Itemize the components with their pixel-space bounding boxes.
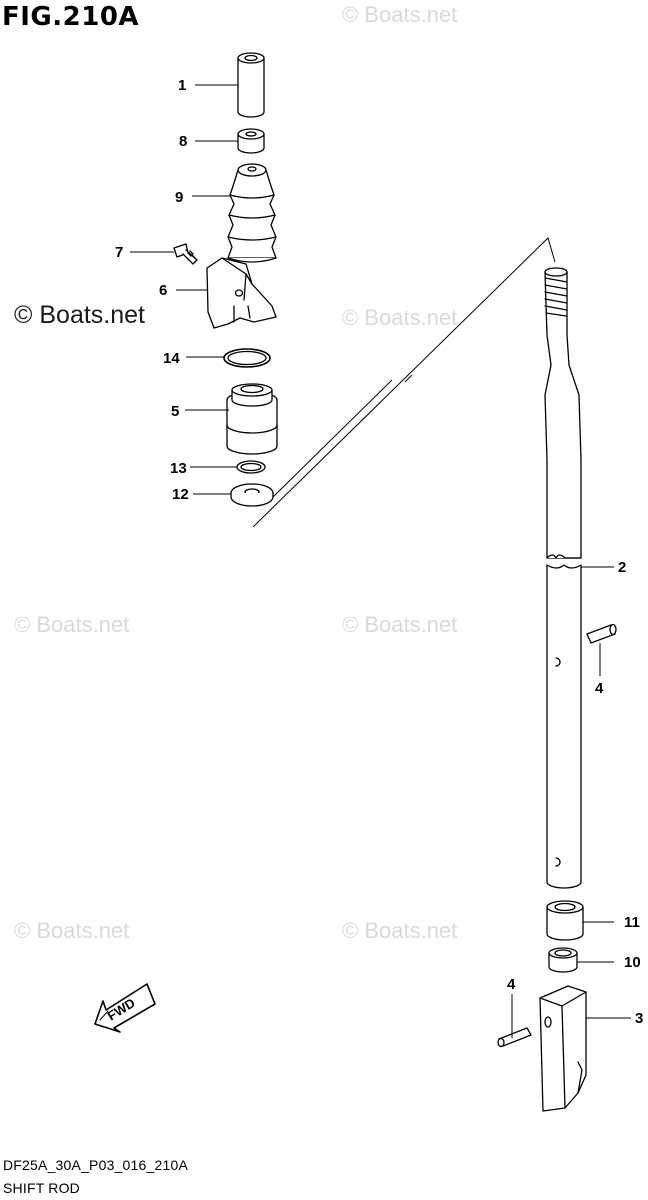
callout-7: 7 [115, 244, 123, 261]
assembly-lines [252, 237, 556, 528]
callout-11: 11 [624, 914, 640, 931]
figure-name: SHIFT ROD [3, 1180, 80, 1196]
part-9-boot [227, 163, 277, 263]
part-8-nut [237, 128, 265, 154]
watermark: © Boats.net [342, 305, 458, 330]
callout-14: 14 [163, 350, 180, 367]
callout-5: 5 [171, 403, 179, 420]
callout-2: 2 [618, 559, 626, 576]
callout-8: 8 [179, 133, 187, 150]
part-6-bracket [206, 257, 277, 329]
watermark: © Boats.net [14, 612, 130, 637]
part-5-guide [226, 383, 278, 455]
part-13-o-ring [236, 460, 266, 474]
part-10-collar [548, 947, 578, 973]
watermark-strong: © Boats.net [14, 301, 145, 329]
part-7-bolt [173, 243, 198, 265]
callout-9: 9 [175, 189, 183, 206]
part-14-o-ring [223, 348, 271, 368]
figure-title: FIG.210A [2, 2, 140, 32]
part-2-shift-rod [544, 267, 582, 889]
callout-4: 4 [507, 976, 516, 993]
watermark: © Boats.net [342, 918, 458, 943]
callout-10: 10 [624, 954, 641, 971]
leader-lines [130, 84, 631, 1038]
part-3-lever [539, 985, 587, 1112]
figure-code: DF25A_30A_P03_016_210A [3, 1157, 188, 1173]
part-4-pin-upper [586, 623, 617, 644]
part-1-spacer [237, 52, 265, 118]
part-4-pin-lower [497, 1027, 532, 1048]
part-11-bushing [546, 900, 584, 941]
watermark: © Boats.net [342, 612, 458, 637]
part-12-washer [230, 483, 274, 507]
watermark: © Boats.net [14, 918, 130, 943]
callout-6: 6 [159, 282, 167, 299]
callout-13: 13 [170, 460, 187, 477]
callout-12: 12 [172, 486, 189, 503]
callout-4: 4 [595, 680, 604, 697]
fwd-arrow-icon [94, 983, 156, 1033]
watermark: © Boats.net [342, 2, 458, 27]
callout-3: 3 [635, 1010, 643, 1027]
callout-1: 1 [178, 77, 186, 94]
